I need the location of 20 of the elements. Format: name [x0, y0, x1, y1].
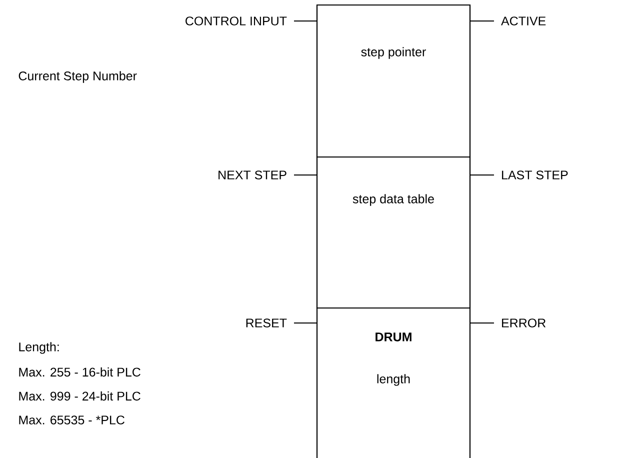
pin-line	[470, 322, 494, 324]
pin-label: ERROR	[502, 318, 546, 328]
pin-label: LAST STEP	[502, 170, 568, 180]
pin-label: NEXT STEP	[218, 170, 286, 180]
pin-line	[294, 174, 318, 176]
drum-section: DRUM length	[316, 307, 471, 458]
note-text: Length:	[19, 342, 59, 354]
note-text: Max. 255 - 16-bit PLC	[19, 367, 140, 377]
pin-label: RESET	[246, 318, 287, 328]
note-text: Max. 65535 - *PLC	[19, 416, 124, 424]
note-text: Current Step Number	[18, 71, 137, 83]
pin-line	[294, 322, 318, 324]
drum-section: step pointer	[316, 4, 471, 158]
note-text: Max. 999 - 24-bit PLC	[19, 391, 140, 401]
drum-section: step data table	[316, 156, 471, 309]
pin-line	[470, 20, 494, 22]
pin-line	[470, 174, 494, 176]
pin-line	[294, 20, 318, 22]
pin-label: CONTROL INPUT	[186, 16, 287, 26]
pin-label: ACTIVE	[501, 16, 546, 26]
